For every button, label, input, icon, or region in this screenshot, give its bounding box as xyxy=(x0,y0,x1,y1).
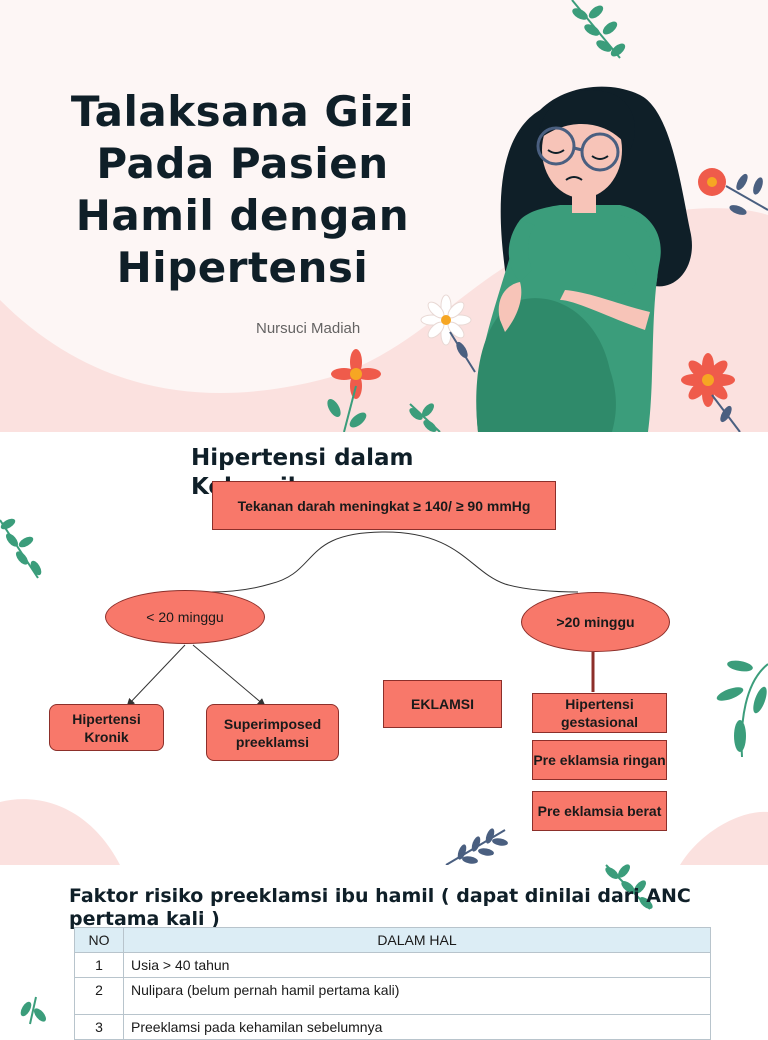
node-superimposed-preeklamsi: Superimposed preeklamsi xyxy=(206,704,339,761)
node-pre-eklamsia-berat: Pre eklamsia berat xyxy=(532,791,667,831)
row-number: 1 xyxy=(74,952,124,978)
node-pre-eklamsia-ringan: Pre eklamsia ringan xyxy=(532,740,667,780)
daisy-icon xyxy=(420,294,476,373)
node-hipertensi-gestasional: Hipertensi gestasional xyxy=(532,693,667,733)
right-branch-node: >20 minggu xyxy=(521,592,670,652)
table-header-row: NO DALAM HAL xyxy=(74,927,711,953)
author-name: Nursuci Madiah xyxy=(256,320,361,337)
table-row: 3 Preeklamsi pada kehamilan sebelumnya xyxy=(74,1014,711,1040)
pink-wave xyxy=(680,811,768,865)
leaf-sprig-icon xyxy=(409,403,441,433)
root-node: Tekanan darah meningkat ≥ 140/ ≥ 90 mmHg xyxy=(212,481,556,530)
table-row: 2 Nulipara (belum pernah hamil pertama k… xyxy=(74,977,711,1015)
flower-icon xyxy=(327,349,381,433)
node-eklamsi: EKLAMSI xyxy=(383,680,502,728)
root-right-connector xyxy=(384,531,579,593)
row-number: 3 xyxy=(74,1014,124,1040)
node-hipertensi-kronik: Hipertensi Kronik xyxy=(49,704,164,751)
flowchart-connectors xyxy=(126,531,595,707)
risk-factor-slide-background xyxy=(20,864,653,1025)
risk-factor-table: NO DALAM HAL 1 Usia > 40 tahun 2 Nulipar… xyxy=(74,927,711,1040)
root-left-connector xyxy=(209,531,386,593)
table-row: 1 Usia > 40 tahun xyxy=(74,952,711,978)
leaf-sprig-icon xyxy=(20,996,46,1025)
leaf-sprig-icon xyxy=(0,518,42,579)
arrow-to-superimposed xyxy=(192,644,266,707)
classification-slide: Hipertensi dalam Kehamilan Tekanan darah… xyxy=(0,432,768,866)
slide-title: Faktor risiko preeklamsi ibu hamil ( dap… xyxy=(69,885,691,930)
leaf-sprig-icon xyxy=(605,864,653,910)
column-header-no: NO xyxy=(74,927,124,953)
leaf-sprig-icon xyxy=(571,0,626,59)
pregnant-woman-illustration xyxy=(476,86,692,432)
title-slide: Talaksana Gizi Pada Pasien Hamil dengan … xyxy=(0,0,768,433)
row-description: Preeklamsi pada kehamilan sebelumnya xyxy=(123,1014,711,1040)
row-description: Usia > 40 tahun xyxy=(123,952,711,978)
classification-slide-background xyxy=(0,518,768,866)
pink-wave xyxy=(0,799,120,865)
row-description: Nulipara (belum pernah hamil pertama kal… xyxy=(123,977,711,1015)
flower-icon xyxy=(698,168,768,215)
leaf-sprig-icon xyxy=(716,660,768,758)
row-number: 2 xyxy=(74,977,124,1015)
column-header-dalam-hal: DALAM HAL xyxy=(123,927,711,953)
presentation-title: Talaksana Gizi Pada Pasien Hamil dengan … xyxy=(70,87,415,292)
arrow-to-hipertensi-kronik xyxy=(126,644,186,707)
left-branch-node: < 20 minggu xyxy=(105,590,265,644)
title-slide-illustration xyxy=(0,0,768,433)
risk-factor-slide: Faktor risiko preeklamsi ibu hamil ( dap… xyxy=(0,864,768,1040)
flower-icon xyxy=(681,353,741,433)
lavender-sprig-icon xyxy=(445,828,508,866)
